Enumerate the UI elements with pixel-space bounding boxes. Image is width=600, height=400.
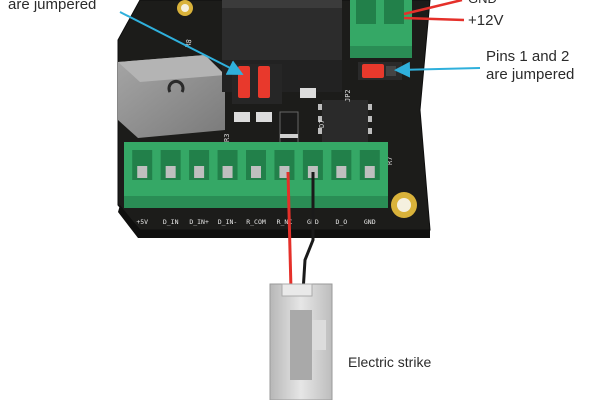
- arrow-right-jumper: [394, 61, 481, 78]
- silk-r3: R3: [223, 134, 231, 142]
- jumpers-left: [232, 64, 282, 104]
- terminal-screw: [222, 166, 233, 178]
- silk-r8: R8: [184, 39, 193, 49]
- terminal-pin-label: R_COM: [246, 218, 266, 226]
- arrow-12v: [403, 16, 465, 22]
- mounting-hole-top: [177, 0, 193, 16]
- right-jumper-label-line1: Pins 1 and 2: [486, 48, 570, 65]
- terminal-screw: [364, 166, 375, 178]
- electric-strike-label: Electric strike: [348, 354, 432, 370]
- black-wire: [301, 172, 315, 293]
- terminal-pin-label: D_IN-: [218, 218, 238, 226]
- terminal-screw: [194, 166, 205, 178]
- terminal-pin-label: +5V: [136, 218, 148, 226]
- terminal-pin-label: D_IN: [163, 218, 179, 226]
- power-terminal: [350, 0, 412, 58]
- terminal-pin-label: D_IN+: [189, 218, 209, 226]
- terminal-screw: [165, 166, 176, 178]
- bridge-rectifier: [118, 55, 225, 138]
- terminal-screw: [251, 166, 261, 178]
- terminal-pin-label: R_NC: [277, 218, 293, 226]
- arrow-gnd: [403, 0, 463, 16]
- terminal-pin-label: D_O: [335, 218, 347, 226]
- arrow-left-jumper: [119, 11, 244, 75]
- terminal-screw: [137, 166, 148, 178]
- mounting-hole: [391, 192, 417, 218]
- jumper-jp2: [358, 62, 402, 80]
- left-jumper-label: are jumpered: [8, 0, 97, 13]
- gnd-label: GND: [468, 0, 497, 8]
- ic-chip: [318, 100, 372, 148]
- terminal-pin-label: GND: [364, 218, 376, 226]
- terminal-screw: [336, 166, 347, 178]
- red-wire: [286, 171, 293, 291]
- silk-jp2: JP2: [344, 89, 352, 102]
- terminal-screw: [279, 166, 290, 178]
- right-jumper-label: Pins 1 and 2 are jumpered: [486, 48, 574, 84]
- resistors: [234, 88, 316, 122]
- silk-d7: D7: [318, 120, 326, 128]
- electric-strike: [269, 283, 333, 400]
- silk-r7: R7: [386, 157, 394, 165]
- diode: [279, 111, 299, 147]
- plus12v-label: +12V: [468, 12, 504, 29]
- terminal-slots: [132, 150, 380, 180]
- right-jumper-label-line2: are jumpered: [486, 66, 575, 83]
